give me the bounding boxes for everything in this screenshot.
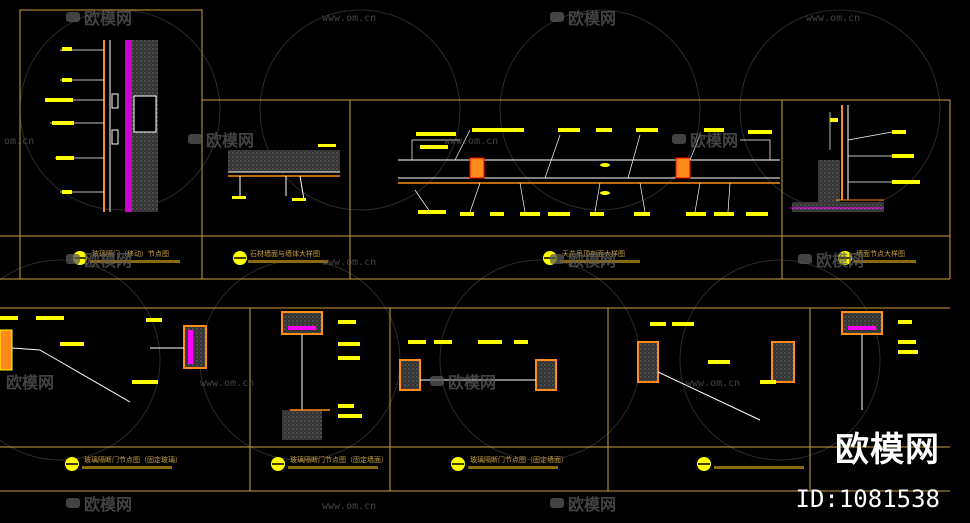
detail-hinged-door-1 bbox=[0, 316, 207, 403]
watermarks: 欧模网 www.om.cn 欧模网 www.om.cn om.cn 欧模网 ww… bbox=[4, 9, 864, 514]
watermark-logo-5: 欧模网 bbox=[66, 251, 132, 270]
watermark-logo-2: 欧模网 bbox=[550, 9, 616, 28]
brand-id-text: ID:1081538 bbox=[795, 485, 941, 513]
watermark-url-4: www.om.cn bbox=[444, 136, 498, 147]
detail-wall-base bbox=[790, 105, 920, 212]
sheet-title-b2-text: 玻璃隔断门节点图（固定玻璃） bbox=[84, 455, 182, 464]
detail-hinged-door-3 bbox=[399, 340, 557, 391]
watermark-brand-6b: 欧模网 bbox=[816, 251, 864, 270]
watermark-url-8: www.om.cn bbox=[322, 501, 376, 512]
watermark-url-6: www.om.cn bbox=[200, 378, 254, 389]
watermark-logo-7: 欧模网 bbox=[6, 373, 54, 392]
watermark-url-5: www.om.cn bbox=[322, 257, 376, 268]
watermark-brand-4: 欧模网 bbox=[690, 131, 738, 150]
detail-vertical-wall bbox=[45, 40, 158, 212]
sheet-titles-bottom: 玻璃隔断门节点图（固定玻璃） 玻璃隔断门节点图（固定墙面） 玻璃隔断门节点图（固… bbox=[65, 455, 804, 471]
watermark-url-7: www.om.cn bbox=[686, 378, 740, 389]
sheet-title-3-text: 天花吊顶剖面大样图 bbox=[562, 249, 625, 258]
watermark-brand-2: 欧模网 bbox=[568, 9, 616, 28]
brand-logo-text: 欧模网 bbox=[835, 430, 940, 470]
detail-hinged-door-5 bbox=[841, 311, 918, 410]
watermark-brand-10: 欧模网 bbox=[568, 495, 616, 514]
watermark-logo-3: 欧模网 bbox=[188, 131, 254, 150]
detail-ceiling-section bbox=[398, 128, 780, 216]
sheet-title-b2: 玻璃隔断门节点图（固定玻璃） bbox=[65, 455, 182, 471]
sheet-title-b3: 玻璃隔断门节点图（固定墙面） bbox=[271, 455, 388, 471]
sheet-title-b5 bbox=[697, 457, 804, 471]
sheet-title-b3-text: 玻璃隔断门节点图（固定墙面） bbox=[290, 455, 388, 464]
sheet-title-2-text: 石材墙面与墙体大样图 bbox=[250, 249, 320, 258]
watermark-logo-6: 欧模网 bbox=[550, 251, 616, 270]
watermark-brand-9: 欧模网 bbox=[84, 495, 132, 514]
top-frames bbox=[0, 9, 951, 280]
sheet-titles-top: 玻璃隔门（移动）节点图 石材墙面与墙体大样图 天花吊顶剖面大样图 墙面节点大样图 bbox=[73, 249, 916, 265]
watermark-brand-5: 欧模网 bbox=[84, 251, 132, 270]
sheet-title-b4: 玻璃隔断门节点图（固定墙面） bbox=[451, 455, 568, 471]
detail-stone-wall bbox=[228, 144, 340, 201]
watermark-brand-7: 欧模网 bbox=[6, 373, 54, 392]
watermark-brand-6: 欧模网 bbox=[568, 251, 616, 270]
sheet-title-1-text: 玻璃隔门（移动）节点图 bbox=[92, 249, 169, 258]
sheet-title-b4-text: 玻璃隔断门节点图（固定墙面） bbox=[470, 455, 568, 464]
sheet-title-4-text: 墙面节点大样图 bbox=[856, 249, 905, 258]
watermark-logo-10: 欧模网 bbox=[550, 495, 616, 514]
watermark-logo-1: 欧模网 bbox=[66, 9, 132, 28]
watermark-brand-8: 欧模网 bbox=[448, 373, 496, 392]
watermark-brand-3: 欧模网 bbox=[206, 131, 254, 150]
detail-hinged-door-2 bbox=[281, 311, 362, 440]
sheet-title-4: 墙面节点大样图 bbox=[838, 249, 916, 265]
watermark-url-2: www.om.cn bbox=[806, 13, 860, 24]
sheet-title-2: 石材墙面与墙体大样图 bbox=[233, 249, 328, 265]
bottom-frames bbox=[0, 307, 950, 492]
watermark-url-3: om.cn bbox=[4, 136, 34, 147]
watermark-logo-8: 欧模网 bbox=[430, 373, 496, 392]
watermark-logo-9: 欧模网 bbox=[66, 495, 132, 514]
watermark-brand-1: 欧模网 bbox=[84, 9, 132, 28]
watermark-logo-6b: 欧模网 bbox=[798, 251, 864, 270]
watermark-url-1: www.om.cn bbox=[322, 13, 376, 24]
watermark-logo-4: 欧模网 bbox=[672, 131, 738, 150]
detail-hinged-door-4 bbox=[637, 322, 795, 421]
